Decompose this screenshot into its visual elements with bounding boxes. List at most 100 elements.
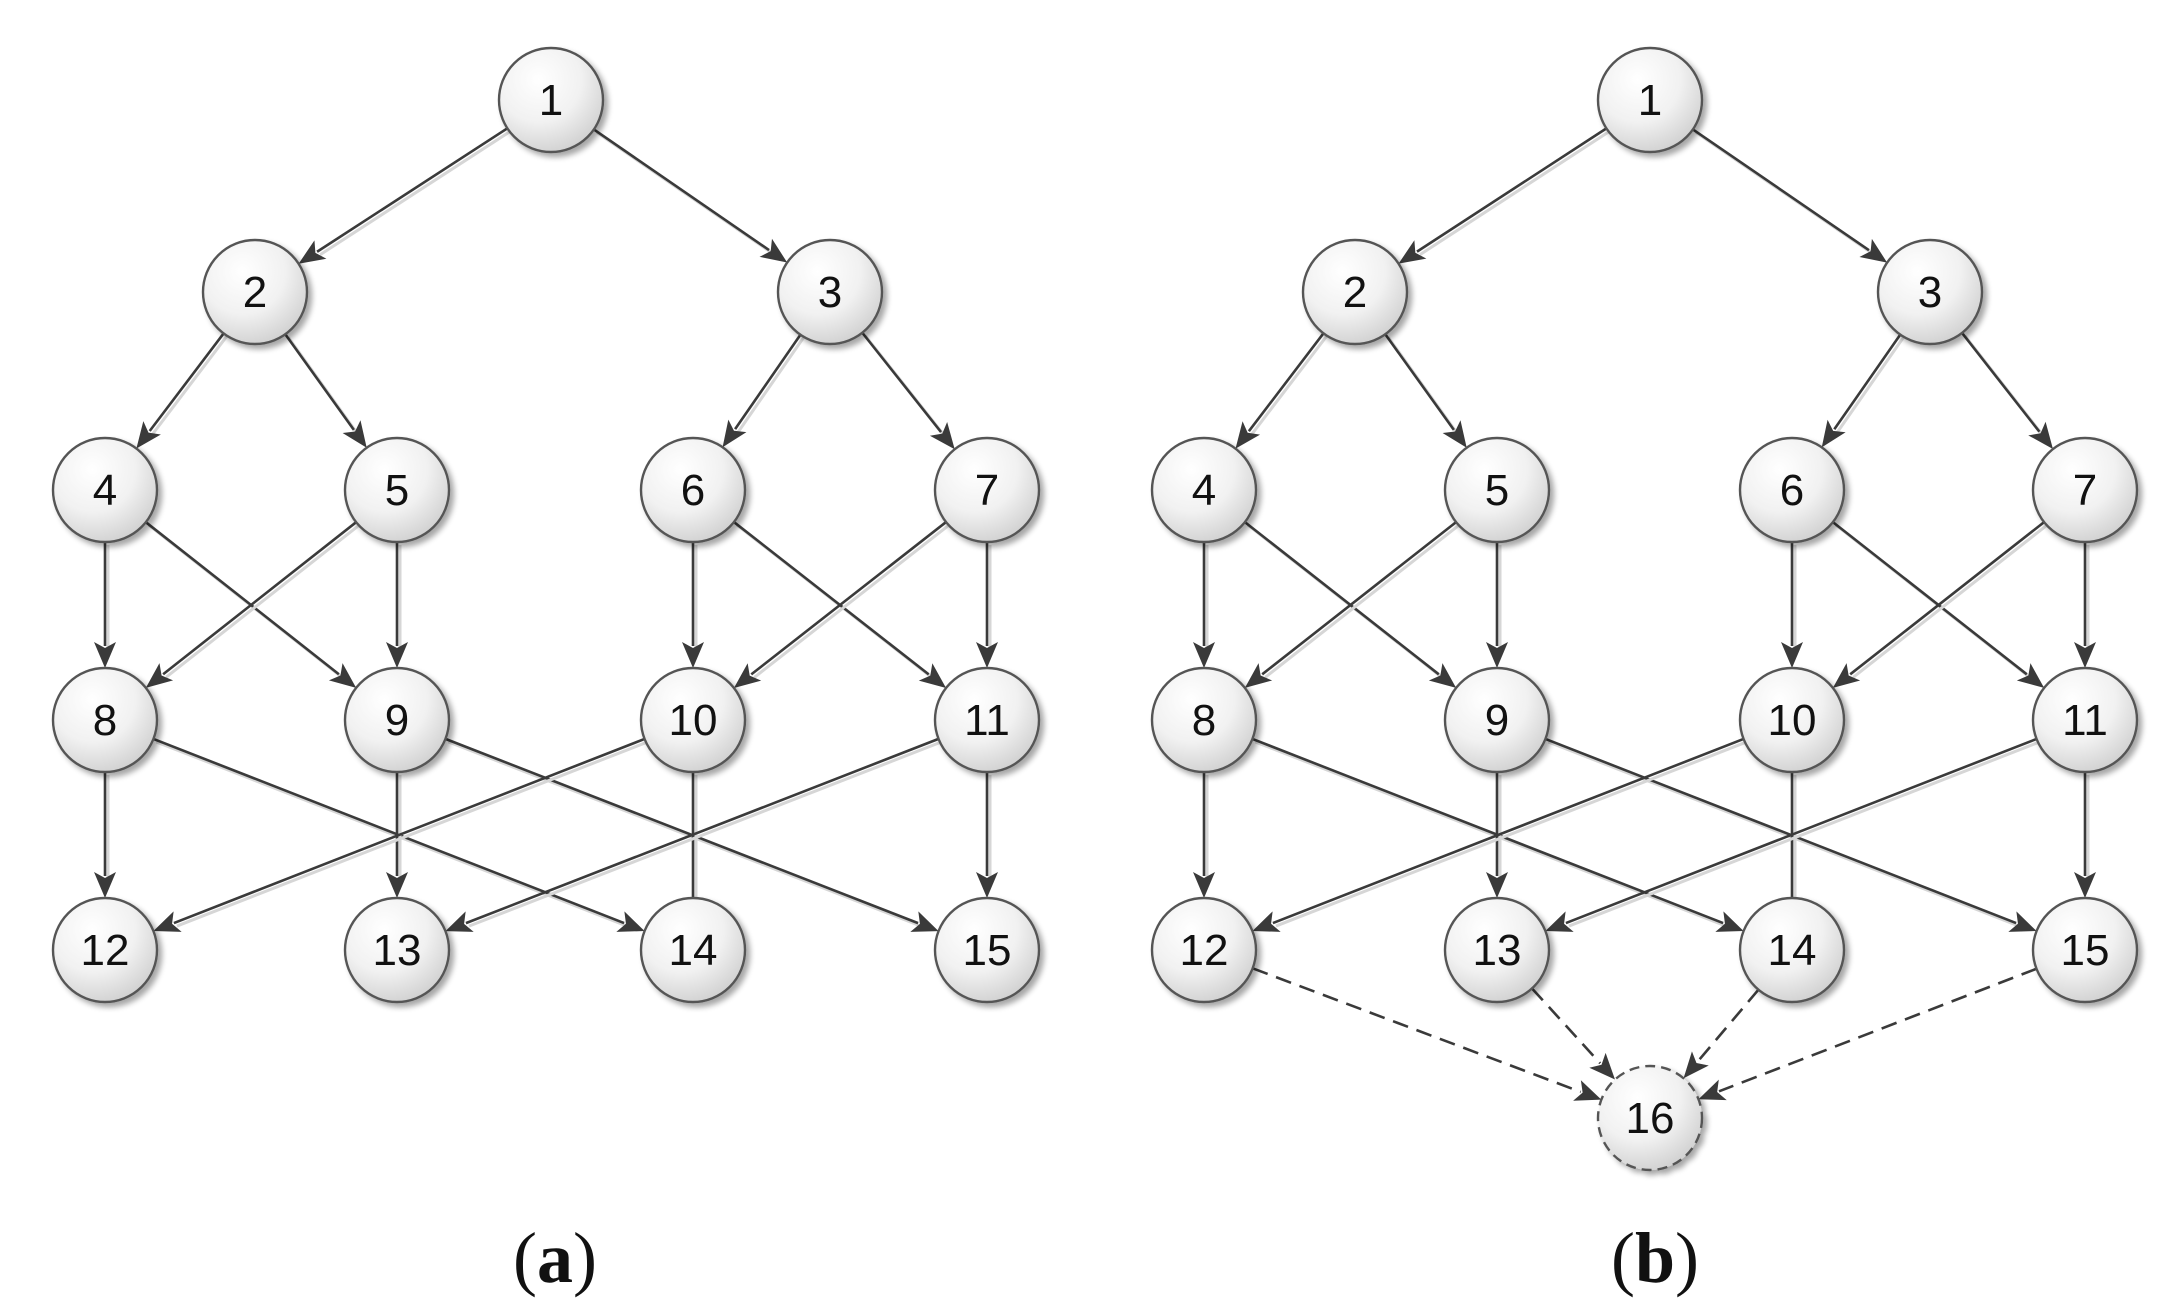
node-label: 10: [669, 696, 718, 745]
edge-line: [1247, 332, 1325, 432]
node-label: 5: [385, 466, 409, 515]
edge-line: [733, 521, 930, 676]
arrowhead: [1193, 642, 1215, 668]
node-label: 4: [1192, 466, 1216, 515]
edge-b-11-13: [1545, 737, 2041, 932]
edge-line: [1244, 521, 1440, 676]
node-label: 3: [1918, 268, 1942, 317]
edge-line: [173, 737, 646, 925]
node-label: 15: [963, 926, 1012, 975]
node-circle: [1738, 436, 1846, 544]
node-circle: [2031, 896, 2139, 1004]
node-b-4: 4: [1150, 436, 1258, 544]
node-circle: [639, 896, 747, 1004]
node-label: 9: [385, 696, 409, 745]
node-label: 1: [1638, 76, 1662, 125]
node-circle: [1150, 436, 1258, 544]
arrowhead: [616, 911, 645, 932]
node-b-15: 15: [2031, 896, 2139, 1004]
node-circle: [2031, 666, 2139, 774]
node-label: 7: [2073, 466, 2097, 515]
node-a-13: 13: [343, 896, 451, 1004]
arrowhead: [1683, 1051, 1709, 1079]
edge-a-6-10: [682, 542, 704, 668]
node-circle: [1443, 896, 1551, 1004]
node-b-6: 6: [1738, 436, 1846, 544]
arrowhead: [386, 642, 408, 668]
arrowhead: [733, 663, 762, 688]
node-b-5: 5: [1443, 436, 1551, 544]
edge-line: [1718, 967, 2037, 1093]
arrowhead: [1832, 663, 1861, 688]
node-label: 1: [539, 76, 563, 125]
edge-shadow: [753, 523, 950, 679]
edge-shadow: [1275, 740, 1748, 928]
node-b-12: 12: [1150, 896, 1258, 1004]
node-label: 11: [964, 696, 1010, 745]
node-a-12: 12: [51, 896, 159, 1004]
node-circle: [1443, 666, 1551, 774]
edge-a-11-13: [445, 737, 943, 932]
node-circle: [1150, 666, 1258, 774]
edge-shadow: [1419, 130, 1611, 256]
node-a-15: 15: [933, 896, 1041, 1004]
node-a-10: 10: [639, 666, 747, 774]
arrowhead: [298, 240, 327, 264]
edge-shadow: [447, 740, 922, 928]
node-b-8: 8: [1150, 666, 1258, 774]
edge-b-11-15: [2074, 772, 2096, 898]
edge-line: [162, 521, 357, 676]
arrowhead: [976, 642, 998, 668]
edge-line: [593, 128, 770, 252]
node-b-2: 2: [1301, 238, 1409, 346]
node-circle: [497, 46, 605, 154]
edge-b-3-7: [1961, 332, 2053, 450]
arrowhead: [722, 419, 747, 448]
node-b-3: 3: [1876, 238, 1984, 346]
arrowhead: [2074, 642, 2096, 668]
node-label: 6: [1780, 466, 1804, 515]
edge-line: [444, 737, 919, 925]
node-label: 13: [373, 926, 422, 975]
node-label: 6: [681, 466, 705, 515]
node-a-11: 11: [933, 666, 1041, 774]
arrowhead: [1821, 419, 1846, 448]
edge-line: [1272, 737, 1745, 925]
node-label: 5: [1485, 466, 1509, 515]
arrowhead: [1715, 911, 1744, 932]
node-circle: [1738, 666, 1846, 774]
edge-shadow: [165, 523, 361, 679]
arrowhead: [445, 911, 474, 932]
arrowhead: [94, 872, 116, 898]
edge-line: [1252, 967, 1582, 1094]
edge-a-7-10: [733, 521, 950, 688]
node-label: 13: [1473, 926, 1522, 975]
edge-b-14-16: [1683, 988, 1760, 1079]
node-label: 12: [1180, 926, 1229, 975]
arrowhead: [1781, 642, 1803, 668]
edge-b-13-16: [1531, 987, 1615, 1080]
node-circle: [933, 896, 1041, 1004]
edge-a-11-15: [976, 772, 998, 898]
edge-a-9-15: [444, 737, 939, 932]
edge-shadow: [1852, 523, 2049, 679]
edge-b-1-2: [1398, 127, 1611, 264]
panel-b-edges: [1193, 127, 2096, 1101]
arrowhead: [976, 872, 998, 898]
edge-line: [1416, 127, 1608, 253]
edge-shadow: [1547, 740, 2020, 928]
node-a-8: 8: [51, 666, 159, 774]
edge-a-2-5: [284, 333, 367, 448]
arrowhead: [94, 642, 116, 668]
arrowhead: [1428, 663, 1457, 688]
arrowhead: [1545, 911, 1574, 932]
edge-b-2-4: [1235, 332, 1328, 449]
edge-line: [1531, 987, 1602, 1065]
arrowhead: [145, 663, 174, 688]
edge-line: [861, 331, 943, 433]
edge-a-1-2: [298, 127, 512, 264]
node-circle: [1596, 46, 1704, 154]
